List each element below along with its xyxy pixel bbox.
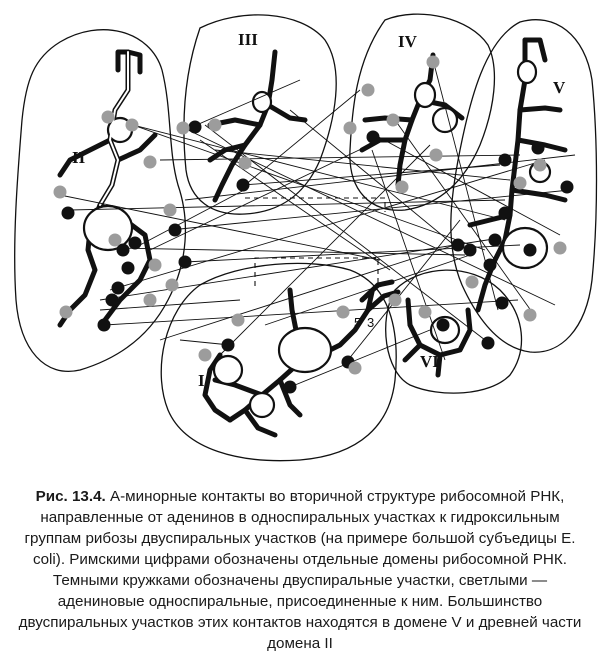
domain-IV-outline [349, 13, 496, 211]
rna-backbone-domain-I [202, 287, 375, 438]
adenine-marker [163, 203, 177, 217]
helix-marker [463, 243, 477, 257]
helix-marker [531, 141, 545, 155]
helix-marker [498, 206, 512, 220]
helix-marker [221, 338, 235, 352]
domain-VI-outline [385, 269, 523, 394]
domain-label-III: III [238, 30, 258, 49]
adenine-marker [348, 361, 362, 375]
domain-I-outline [160, 262, 397, 462]
adenine-marker [395, 180, 409, 194]
helix-marker [128, 236, 142, 250]
helix-marker [560, 180, 574, 194]
adenine-marker [533, 158, 547, 172]
caption-text: А-минорные контакты во вторичной структу… [18, 488, 582, 652]
adenine-marker [231, 313, 245, 327]
adenine-marker [238, 156, 252, 170]
rna-backbone-domain-III [207, 49, 308, 203]
helix-marker [178, 255, 192, 269]
rna-backbone-domain-V [467, 37, 568, 313]
helix-marker [483, 258, 497, 272]
adenine-marker [426, 55, 440, 69]
helix-marker [523, 243, 537, 257]
helix-marker [236, 178, 250, 192]
helix-marker [105, 293, 119, 307]
helix-marker [366, 130, 380, 144]
helix-marker [97, 318, 111, 332]
domain-label-II: II [72, 148, 86, 167]
adenine-marker [418, 305, 432, 319]
domain-III-outline [183, 14, 337, 215]
adenine-marker [143, 293, 157, 307]
dashed-connector-top [245, 197, 386, 212]
adenine-marker [336, 305, 350, 319]
domain-label-IV: IV [398, 32, 418, 51]
domain-label-V: V [553, 78, 566, 97]
domain-II-outline [14, 29, 187, 372]
adenine-marker [101, 110, 115, 124]
adenine-marker [53, 185, 67, 199]
helix-marker [188, 120, 202, 134]
adenine-marker [143, 155, 157, 169]
caption-figure-number: Рис. 13.4. [35, 488, 106, 505]
adenine-marker [198, 348, 212, 362]
adenine-marker [513, 176, 527, 190]
adenine-marker [343, 121, 357, 135]
adenine-markers [53, 55, 567, 375]
five-prime-end-label: 5 [354, 315, 361, 330]
adenine-marker [553, 241, 567, 255]
helix-marker [283, 380, 297, 394]
adenine-marker [386, 113, 400, 127]
adenine-marker [125, 118, 139, 132]
helix-marker [481, 336, 495, 350]
helix-marker [498, 153, 512, 167]
adenine-marker [388, 293, 402, 307]
figure-caption: Рис. 13.4. А-минорные контакты во вторич… [14, 486, 586, 654]
helix-marker [121, 261, 135, 275]
helix-marker [495, 296, 509, 310]
helix-marker [488, 233, 502, 247]
helix-marker [436, 318, 450, 332]
domain-label-I: I [198, 371, 205, 390]
helix-marker [116, 243, 130, 257]
adenine-marker [361, 83, 375, 97]
helix-marker [168, 223, 182, 237]
adenine-marker [108, 233, 122, 247]
helix-marker [111, 281, 125, 295]
adenine-marker [523, 308, 537, 322]
adenine-marker [165, 278, 179, 292]
helix-marker [61, 206, 75, 220]
contact-lines [59, 59, 576, 386]
adenine-marker [208, 118, 222, 132]
helix-marker [451, 238, 465, 252]
domain-V-outline [450, 19, 598, 353]
rrna-secondary-structure-diagram: I II III IV V VI 5 3 [14, 13, 598, 462]
adenine-marker [465, 275, 479, 289]
rna-backbone-domain-II [57, 49, 158, 328]
adenine-marker [59, 305, 73, 319]
three-prime-end-label: 3 [367, 315, 374, 330]
adenine-marker [176, 121, 190, 135]
adenine-marker [148, 258, 162, 272]
adenine-marker [429, 148, 443, 162]
dashed-connector-mid [254, 257, 379, 286]
domain-label-VI: VI [420, 352, 439, 371]
